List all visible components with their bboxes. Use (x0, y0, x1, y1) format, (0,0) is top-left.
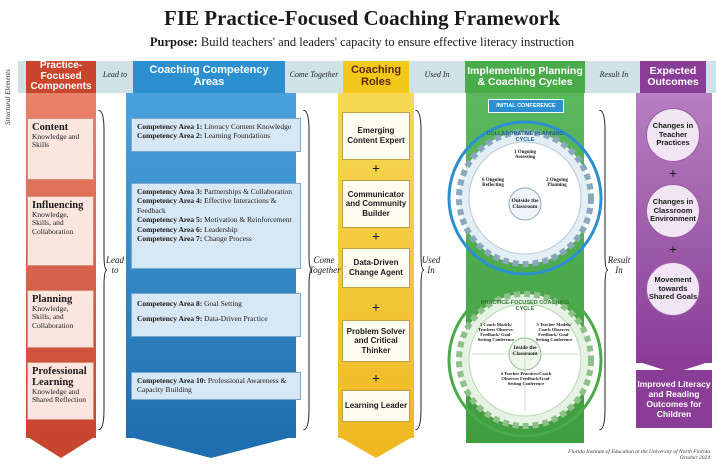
competency-item: Competency Area 9: Data-Driven Practice (137, 314, 268, 324)
competency-item: Competency Area 7: Change Process (137, 233, 252, 243)
outcome-circle: Movement towards Shared Goals (646, 262, 700, 316)
coach-step: 3 Coach Models/ Teachers Observe; Feedba… (477, 322, 515, 342)
cycles-diagram (447, 120, 603, 438)
outcome-circle: Changes in Teacher Practices (646, 108, 700, 162)
component-title: Content (32, 122, 69, 133)
lead-to-brace (97, 110, 107, 430)
competency-group-3: Competency Area 8: Goal Setting Competen… (131, 293, 301, 337)
role-card: Problem Solver and Critical Thinker (342, 320, 410, 362)
connector-used-in: Used In (424, 70, 450, 79)
side-come-together: Come Together (309, 255, 341, 275)
component-professional-learning: Professional Learning Knowledge and Shar… (27, 362, 94, 420)
collab-step: 2 Ongoing Planning (545, 178, 569, 188)
competency-group-1: Competency Area 1: Literacy Content Know… (131, 118, 301, 152)
role-card: Communicator and Community Builder (342, 180, 410, 228)
pf-arrow-head (26, 436, 96, 458)
come-together-brace (302, 110, 312, 430)
coach-step: 5 Teacher Models/ Coach Observes Feedbac… (535, 322, 573, 342)
plus-icon: + (669, 167, 677, 182)
component-planning: Planning Knowledge, Skills, and Collabor… (27, 290, 94, 348)
header-coaching-roles: Coaching Roles (343, 61, 409, 93)
final-outcome-box: Improved Literacy and Reading Outcomes f… (636, 370, 712, 428)
connector-come-together: Come Together (289, 70, 339, 79)
competency-group-2: Competency Area 3: Partnerships & Collab… (131, 183, 301, 269)
structural-elements-label: Structural Elements (4, 69, 12, 125)
coach-cycle-title: PRACTICE-FOCUSED COACHING CYCLE (480, 300, 570, 312)
footer-credit: Florida Institute of Education at the Un… (568, 449, 710, 462)
header-outcomes: Expected Outcomes (640, 61, 706, 93)
used-in-brace (414, 110, 424, 430)
result-in-brace (598, 110, 608, 430)
collab-step: 6 Ongoing Reflecting (481, 178, 505, 188)
competency-item: Competency Area 2: Learning Foundations (137, 131, 271, 141)
connector-lead-to: Lead to (102, 70, 128, 79)
header-cycles: Implementing Planning & Coaching Cycles (465, 61, 585, 93)
outcome-circle: Changes in Classroom Environment (646, 184, 700, 238)
side-result-in: Result In (607, 255, 631, 275)
competency-item: Competency Area 4: Effective Interaction… (137, 196, 277, 215)
component-title: Professional Learning (32, 366, 87, 389)
competency-item: Competency Area 10: Professional Awarene… (137, 376, 287, 395)
connector-result-in: Result In (599, 70, 629, 79)
competency-item: Competency Area 6: Leadership (137, 224, 238, 234)
purpose-label: Purpose: (149, 35, 198, 49)
collab-cycle-title: COLLABORATIVE PLANNING CYCLE (486, 131, 564, 143)
side-lead-to: Lead to (106, 255, 124, 275)
plus-icon: + (372, 230, 380, 245)
collab-step: 1 Ongoing Assessing (513, 150, 537, 160)
competency-group-4: Competency Area 10: Professional Awarene… (131, 372, 301, 400)
component-title: Influencing (32, 200, 84, 211)
roles-arrow-head (338, 436, 414, 458)
header-competency-areas: Coaching Competency Areas (133, 61, 285, 93)
header-practice-focused: Practice-Focused Components (26, 61, 96, 93)
component-sub: Knowledge and Shared Reflection (32, 387, 86, 405)
plus-icon: + (669, 243, 677, 258)
coach-step: 4 Teacher Practices/Coach Observes Feedb… (500, 371, 552, 386)
purpose-line: Purpose: Build teachers' and leaders' ca… (0, 35, 724, 50)
collab-center: Outside the Classroom (511, 198, 539, 211)
component-title: Planning (32, 294, 73, 305)
plus-icon: + (372, 301, 380, 316)
page-title: FIE Practice-Focused Coaching Framework (164, 6, 560, 30)
component-sub: Knowledge and Skills (32, 132, 80, 150)
role-card: Data-Driven Change Agent (342, 248, 410, 288)
initial-conference-badge: INITIAL CONFERENCE (488, 99, 564, 113)
footer-institution: Florida Institute of Education at the Un… (568, 448, 710, 455)
plus-icon: + (372, 162, 380, 177)
component-sub: Knowledge, Skills, and Collaboration (32, 304, 74, 330)
component-influencing: Influencing Knowledge, Skills, and Colla… (27, 196, 94, 266)
footer-date: October 2024 (679, 455, 710, 462)
competency-item: Competency Area 1: Literacy Content Know… (137, 122, 292, 131)
cca-arrow-head (126, 436, 296, 458)
side-used-in: Used In (421, 255, 441, 275)
plus-icon: + (372, 372, 380, 387)
component-sub: Knowledge, Skills, and Collaboration (32, 210, 74, 236)
role-card: Emerging Content Expert (342, 112, 410, 160)
purpose-text: Build teachers' and leaders' capacity to… (200, 35, 575, 49)
outcomes-arrow-head (636, 361, 712, 373)
component-content: Content Knowledge and Skills (27, 118, 94, 180)
competency-item: Competency Area 5: Motivation & Reinforc… (137, 215, 292, 225)
competency-item: Competency Area 8: Goal Setting (137, 299, 242, 308)
role-card: Learning Leader (342, 390, 410, 422)
competency-item: Competency Area 3: Partnerships & Collab… (137, 187, 293, 196)
coach-center: Inside the Classroom (512, 345, 538, 358)
